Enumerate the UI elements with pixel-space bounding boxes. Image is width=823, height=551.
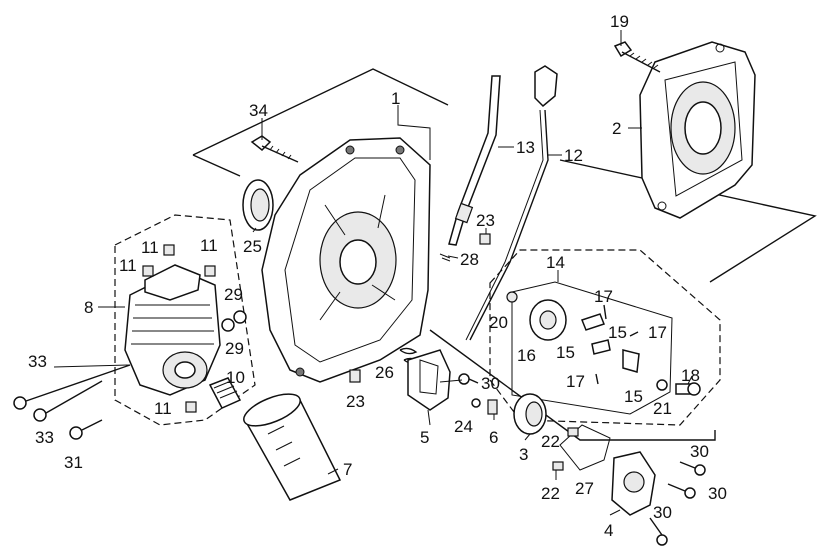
callout-34: 34: [249, 101, 268, 120]
plug-part-11b: [204, 265, 216, 277]
callout-29b: 29: [225, 339, 244, 358]
callout-31: 31: [64, 453, 83, 472]
plug-part-23a: [479, 233, 491, 245]
washer-part-29a: [233, 310, 247, 324]
crankcase-cover-part-1: [261, 137, 431, 383]
callout-22b: 22: [541, 484, 560, 503]
pin-part-17b: [629, 331, 639, 337]
callout-16: 16: [517, 346, 536, 365]
holder-part-15a: [581, 313, 605, 331]
bolt-part-34: [250, 135, 299, 163]
valve-housing-part-5: [407, 349, 451, 411]
callout-33a: 33: [28, 352, 47, 371]
callout-14: 14: [546, 253, 565, 272]
callout-7: 7: [343, 460, 352, 479]
leader-lines: [53, 30, 693, 516]
callout-30c: 30: [708, 484, 727, 503]
callout-12: 12: [564, 146, 583, 165]
callout-4: 4: [604, 521, 613, 540]
callout-17b: 17: [648, 323, 667, 342]
pin-part-24: [471, 398, 481, 408]
callout-11b: 11: [200, 236, 218, 255]
callout-30d: 30: [653, 503, 672, 522]
callout-33b: 33: [35, 428, 54, 447]
callout-11d: 11: [154, 399, 172, 418]
oil-filter-part-7: [243, 393, 342, 501]
governor-part-16: [529, 299, 567, 341]
filler-tube-part-13: [448, 75, 501, 246]
pin-part-22a: [567, 427, 579, 437]
callout-26: 26: [375, 363, 394, 382]
washer-part-20: [506, 291, 518, 303]
bolt-part-33b: [33, 380, 103, 422]
callout-25: 25: [243, 237, 262, 256]
callout-6: 6: [489, 428, 498, 447]
pump-cover-part-4: [611, 451, 656, 516]
plug-part-11c: [142, 265, 154, 277]
callout-17c: 17: [566, 372, 585, 391]
pin-part-17a: [603, 304, 607, 320]
bolt-part-31: [69, 419, 103, 440]
shaft-part-18: [675, 382, 701, 396]
holder-part-15c: [622, 349, 640, 373]
bolt-part-30c: [667, 483, 696, 499]
callout-28: 28: [460, 250, 479, 269]
callout-29a: 29: [224, 285, 243, 304]
callout-13: 13: [516, 138, 535, 157]
callout-8: 8: [84, 298, 93, 317]
callout-15c: 15: [624, 387, 643, 406]
clip-part-21: [656, 379, 668, 391]
subassembly-box-14: [489, 249, 721, 426]
callout-23b: 23: [346, 392, 365, 411]
callout-labels: 19 2 34 1 13 12 25 23 28 11 11 11 8 29 2…: [28, 12, 727, 540]
washer-part-29b: [221, 318, 235, 332]
callout-20: 20: [489, 313, 508, 332]
holder-part-15b: [591, 339, 611, 355]
callout-19: 19: [610, 12, 629, 31]
callout-30b: 30: [690, 442, 709, 461]
bolt-part-19: [613, 41, 661, 73]
callout-21: 21: [653, 399, 672, 418]
rotor-part-3: [513, 393, 547, 435]
cover-plate-part-2: [639, 41, 756, 219]
plug-part-11a: [163, 244, 175, 256]
callout-24: 24: [454, 417, 473, 436]
oil-seal-part-25: [242, 179, 274, 231]
callout-3: 3: [519, 445, 528, 464]
bolt-part-33a: [13, 364, 131, 410]
callout-30a: 30: [481, 374, 500, 393]
block-assembly-part-8: [124, 264, 221, 396]
callout-15b: 15: [556, 343, 575, 362]
callout-11c: 11: [119, 256, 137, 275]
bolt-part-30a: [458, 373, 479, 385]
plug-part-11d: [185, 401, 197, 413]
dipstick-part-12: [465, 65, 558, 341]
assembly-frame-lower: [429, 329, 716, 441]
callout-11a: 11: [141, 238, 159, 257]
pin-part-22b: [552, 461, 564, 471]
bolt-part-30d: [649, 517, 668, 546]
callout-27: 27: [575, 479, 594, 498]
callout-23a: 23: [476, 211, 495, 230]
pin-part-17c: [595, 373, 599, 385]
subassembly-inner-box: [511, 281, 673, 415]
callout-15a: 15: [608, 323, 627, 342]
callout-5: 5: [420, 428, 429, 447]
bolt-part-30b: [679, 461, 706, 476]
callout-10: 10: [226, 368, 245, 387]
callout-22a: 22: [541, 432, 560, 451]
o-ring-part-28: [439, 253, 451, 262]
callout-1: 1: [391, 89, 400, 108]
plug-part-23b: [349, 369, 361, 383]
callout-18: 18: [681, 366, 700, 385]
pin-part-6: [487, 399, 498, 415]
callout-17a: 17: [594, 287, 613, 306]
nipple-part-10: [208, 377, 242, 409]
callout-2: 2: [612, 119, 621, 138]
